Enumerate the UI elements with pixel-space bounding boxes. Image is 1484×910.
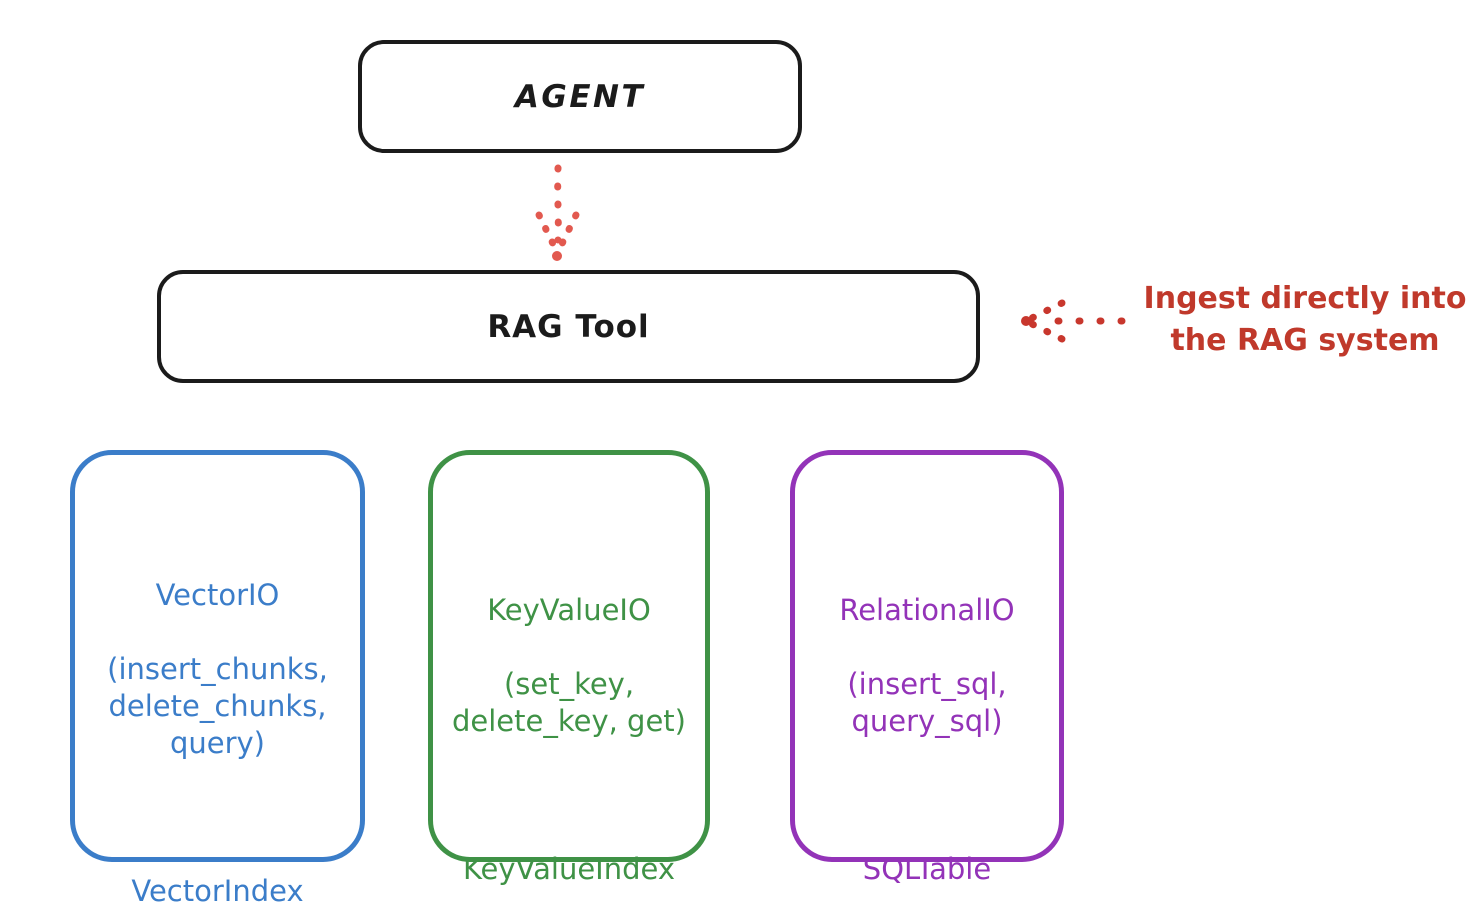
node-vector-io[interactable]: VectorIO (insert_chunks, delete_chunks, … — [70, 450, 365, 908]
annotation-ingest-directly: Ingest directly into the RAG system — [1143, 281, 1467, 358]
node-agent-label: AGENT — [514, 78, 646, 115]
node-key-value-io[interactable]: KeyValueIO (set_key, delete_key, get) Ke… — [428, 450, 710, 886]
node-rag-tool[interactable]: RAG Tool — [157, 270, 980, 383]
node-relational-io-content: RelationalIO (insert_sql, query_sql) SQL… — [831, 455, 1022, 910]
node-key-value-io-spacer — [452, 777, 686, 814]
node-relational-io-index: SQLTable — [862, 852, 992, 886]
connector-agent-to-rag-tool — [535, 164, 580, 261]
node-relational-io[interactable]: RelationalIO (insert_sql, query_sql) SQL… — [790, 450, 1064, 886]
node-key-value-io-index: KeyValueIndex — [462, 852, 676, 886]
node-relational-io-title: RelationalIO — [839, 593, 1015, 627]
node-vector-io-content: VectorIO (insert_chunks, delete_chunks, … — [99, 455, 336, 910]
connector-ingest-to-rag-tool — [1021, 299, 1126, 343]
node-vector-io-api: (insert_chunks, delete_chunks, query) — [107, 652, 328, 760]
node-relational-io-spacer — [839, 777, 1014, 814]
node-agent[interactable]: AGENT — [358, 40, 802, 153]
node-vector-io-spacer — [107, 799, 328, 836]
node-vector-io-title: VectorIO — [155, 578, 280, 612]
node-key-value-io-title: KeyValueIO — [487, 593, 651, 627]
node-key-value-io-content: KeyValueIO (set_key, delete_key, get) Ke… — [444, 455, 694, 910]
node-relational-io-api: (insert_sql, query_sql) — [847, 667, 1007, 738]
node-key-value-io-api: (set_key, delete_key, get) — [452, 667, 686, 738]
node-rag-tool-label: RAG Tool — [487, 308, 650, 345]
node-vector-io-index: VectorIndex — [131, 874, 304, 908]
